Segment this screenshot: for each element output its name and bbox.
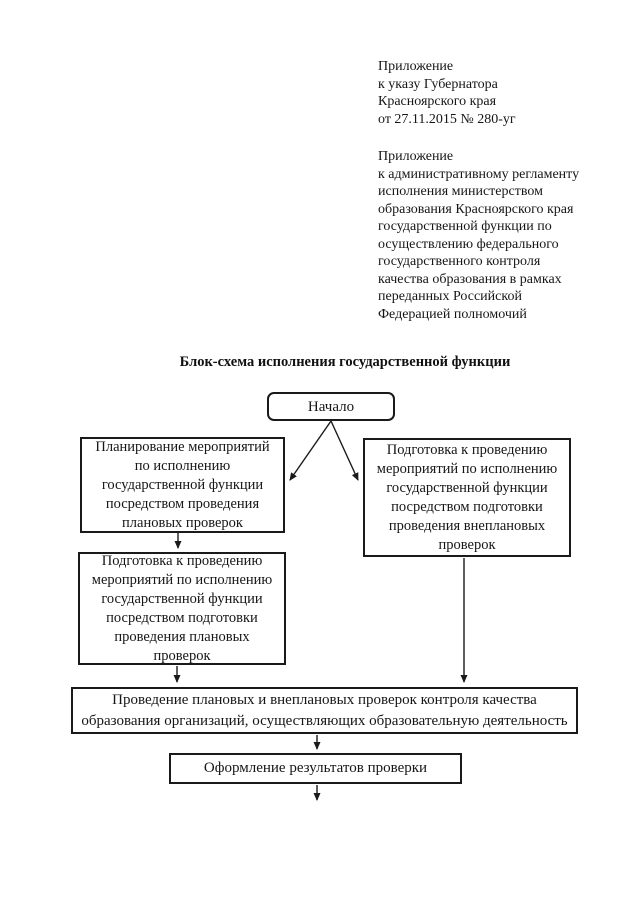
flow-node-preparation-unscheduled-inspections: Подготовка к проведению мероприятий по и…: [363, 438, 571, 557]
annex-reference-decree: Приложение к указу Губернатора Красноярс…: [378, 59, 516, 127]
arrow-start-to-planning: [289, 420, 332, 481]
flow-node-conduct-inspections: Проведение плановых и внеплановых провер…: [71, 687, 578, 734]
flow-node-inspection-results: Оформление результатов проверки: [169, 753, 462, 784]
flow-node-preparation-scheduled-inspections: Подготовка к проведению мероприятий по и…: [78, 552, 286, 665]
annex-reference-regulation: Приложение к административному регламент…: [378, 149, 580, 322]
flow-node-planning-scheduled-inspections: Планирование мероприятий по исполнению г…: [80, 437, 285, 533]
diagram-title: Блок-схема исполнения государственной фу…: [179, 354, 511, 370]
arrow-start-to-prep-unscheduled: [330, 420, 359, 481]
flow-node-start: Начало: [267, 392, 395, 421]
